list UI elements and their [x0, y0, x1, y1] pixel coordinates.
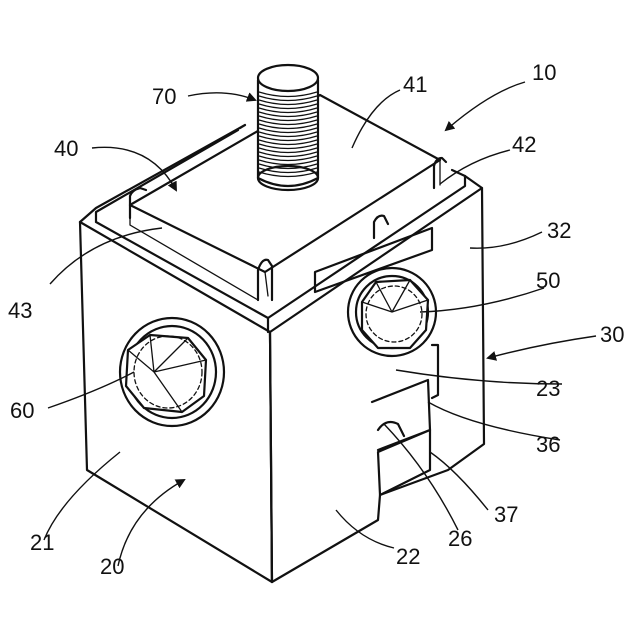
leader-70 — [188, 93, 255, 100]
stud-top — [258, 65, 318, 91]
label-10: 10 — [532, 60, 556, 85]
leader-40 — [92, 147, 176, 190]
leader-42 — [440, 150, 510, 184]
clip-back — [374, 216, 388, 238]
label-22: 22 — [396, 544, 420, 569]
label-37: 37 — [494, 502, 518, 527]
label-50: 50 — [536, 268, 560, 293]
leader-10 — [446, 82, 525, 130]
label-43: 43 — [8, 298, 32, 323]
label-20: 20 — [100, 554, 124, 579]
threaded-stud — [258, 65, 318, 190]
label-42: 42 — [512, 132, 536, 157]
bolt-60 — [120, 318, 224, 426]
leader-30 — [488, 336, 596, 358]
label-40: 40 — [54, 136, 78, 161]
bolt-60-head — [126, 335, 206, 412]
label-60: 60 — [10, 398, 34, 423]
label-23: 23 — [536, 376, 560, 401]
label-21: 21 — [30, 530, 54, 555]
label-26: 26 — [448, 526, 472, 551]
bolt-50-head — [362, 280, 428, 348]
label-30: 30 — [600, 322, 624, 347]
label-36: 36 — [536, 432, 560, 457]
label-41: 41 — [403, 72, 427, 97]
label-70: 70 — [152, 84, 176, 109]
label-32: 32 — [547, 218, 571, 243]
